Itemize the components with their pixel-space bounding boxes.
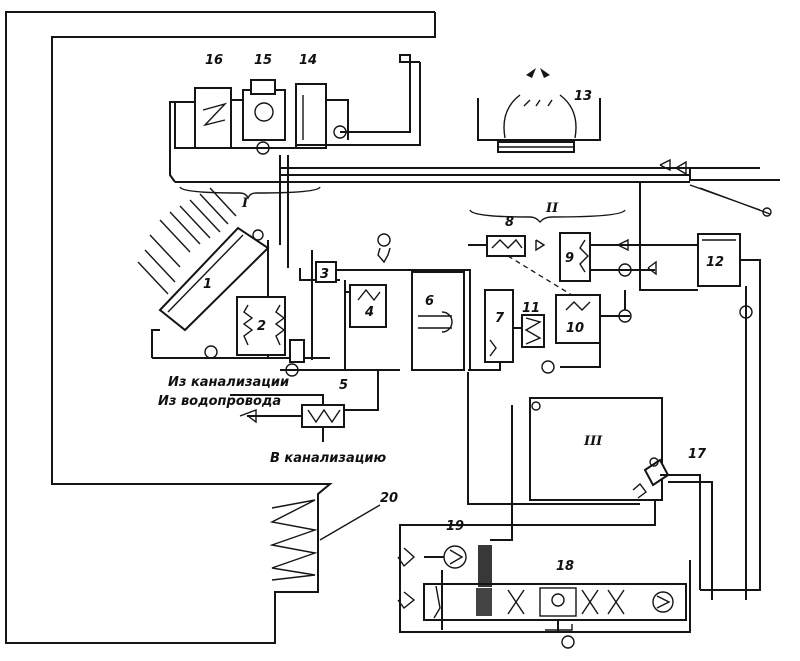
label-18: 18 (556, 559, 574, 574)
label-11: 11 (522, 301, 540, 316)
label-4: 4 (364, 305, 374, 320)
label-1: 1 (203, 277, 212, 292)
cooling-tower-13 (477, 68, 601, 153)
label-5: 5 (339, 378, 348, 393)
label-14: 14 (299, 53, 317, 68)
tank-12 (639, 182, 761, 600)
zone-labels: I II III (241, 196, 603, 449)
unit-17 (399, 457, 713, 633)
unit-10 (541, 294, 630, 374)
zone-label-i: I (241, 196, 249, 211)
zone-i-bracket (179, 186, 321, 200)
label-19: 19 (446, 519, 464, 534)
zone-label-ii: II (545, 201, 559, 216)
unit-3 (315, 261, 471, 370)
boiler-4 (344, 233, 391, 370)
label-6: 6 (425, 294, 434, 309)
caption-from-sewer: Из канализации (168, 375, 289, 390)
label-7: 7 (495, 311, 505, 326)
water-intake (659, 158, 780, 217)
tank-9 (559, 232, 700, 282)
caption-to-sewer: В канализацию (270, 451, 386, 466)
component-labels: 16 15 14 13 1 2 3 4 5 6 7 8 9 10 11 12 1… (203, 53, 724, 574)
heat-pump-group (169, 54, 421, 183)
air-handling-unit-18 (423, 583, 687, 649)
fan-19 (397, 545, 492, 630)
unit-7 (468, 289, 514, 371)
evaporator-14 (295, 83, 327, 149)
building-outline (5, 11, 436, 644)
label-17: 17 (688, 447, 707, 462)
ground-heat-exchanger-20 (269, 499, 381, 581)
unit-8 (468, 235, 581, 301)
label-2: 2 (257, 319, 266, 334)
storage-tank-6 (411, 271, 465, 371)
label-3: 3 (320, 267, 329, 282)
label-20: 20 (380, 491, 398, 506)
label-15: 15 (254, 53, 272, 68)
condenser-16 (194, 87, 232, 149)
label-12: 12 (706, 255, 724, 270)
zone-label-iii: III (583, 434, 603, 449)
pumps-right (590, 238, 657, 323)
label-9: 9 (565, 251, 574, 266)
room-iii (467, 372, 663, 541)
compressor-15 (242, 89, 286, 141)
label-10: 10 (566, 321, 584, 336)
label-13: 13 (574, 89, 592, 104)
storage-tank-2 (236, 296, 286, 356)
zone-ii-bracket (469, 209, 626, 224)
label-8: 8 (505, 215, 514, 230)
heat-exchanger-5 (230, 370, 379, 442)
main-pipes (279, 155, 760, 268)
unit-11 (513, 314, 545, 348)
label-16: 16 (205, 53, 223, 68)
caption-from-water: Из водопровода (158, 394, 281, 409)
captions: Из канализации Из водопровода В канализа… (158, 375, 386, 466)
